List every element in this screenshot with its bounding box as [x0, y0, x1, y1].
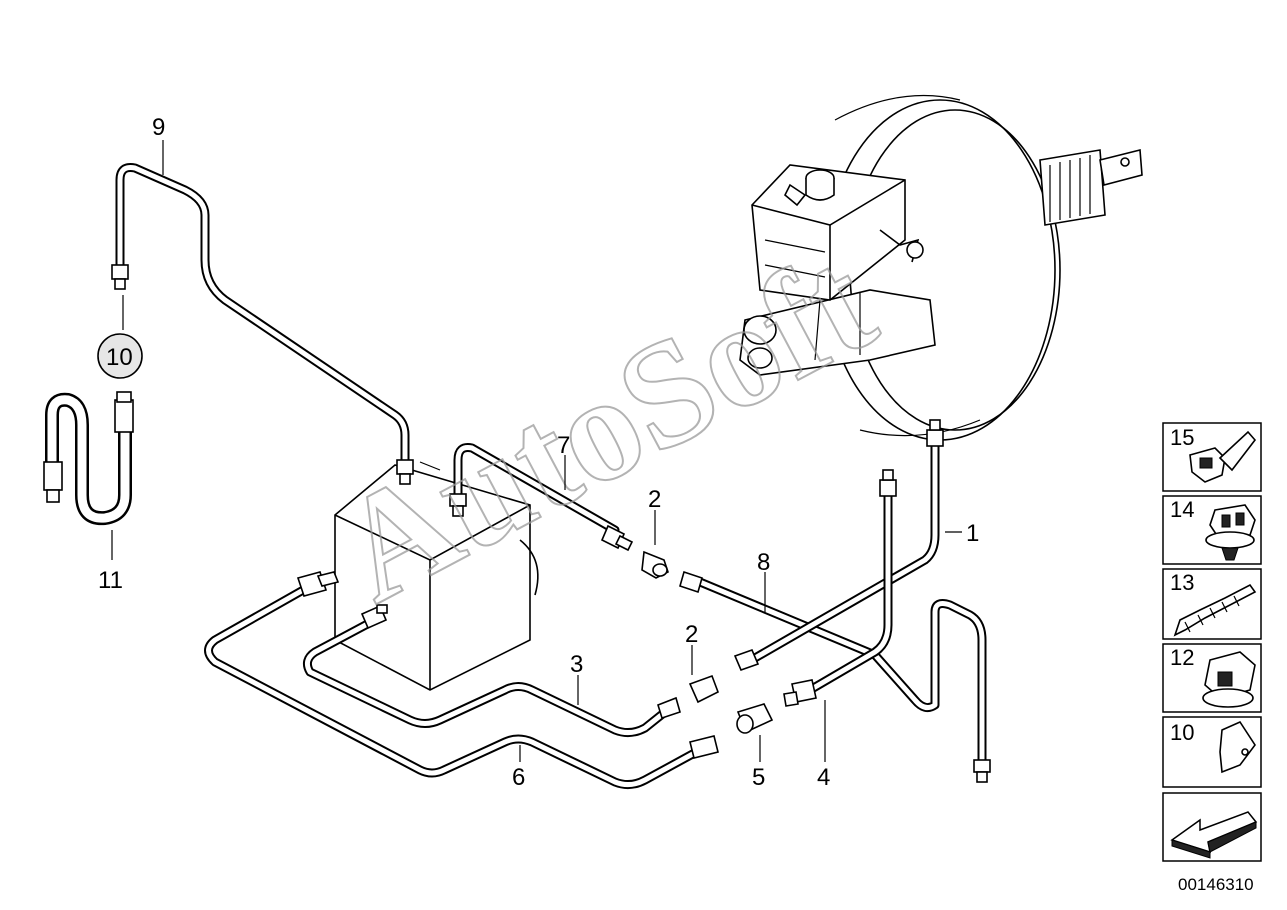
side-parts-panel: 15 14 13 12 1: [1162, 422, 1262, 862]
direction-arrow-icon: [1170, 811, 1258, 859]
side-number-10: 10: [1170, 720, 1194, 745]
brake-hose-11: [45, 392, 132, 526]
callout-2-lower: 2: [685, 621, 698, 648]
pipe-fittings: [43, 264, 991, 783]
callout-4: 4: [817, 764, 830, 791]
hydraulic-unit: [334, 461, 539, 691]
brake-pipes: [45, 163, 987, 790]
image-id: 00146310: [1178, 875, 1254, 894]
callout-8: 8: [757, 549, 770, 576]
clip-15-icon: [1189, 430, 1257, 483]
callout-11: 11: [98, 567, 123, 594]
leader-lines: [111, 140, 962, 762]
clip-14-icon: [1205, 504, 1256, 561]
clip-12-icon: [1202, 651, 1256, 708]
callout-10-circle: [97, 333, 143, 379]
callout-3: 3: [570, 651, 583, 678]
callout-5: 5: [752, 764, 765, 791]
side-number-13: 13: [1170, 570, 1194, 595]
callout-1: 1: [966, 520, 979, 547]
callouts: 9 10 11 7 2 8 1 2 3 6 5 4: [97, 114, 979, 791]
side-number-12: 12: [1170, 645, 1194, 670]
brake-pipe-9: [115, 163, 410, 465]
clip-13-icon: [1173, 583, 1257, 637]
brake-booster-assembly: [739, 94, 1143, 441]
callout-6: 6: [512, 764, 525, 791]
fitting-2-lower: [688, 674, 720, 704]
callout-10: 10: [106, 344, 133, 371]
brake-pipe-1: [743, 440, 940, 667]
side-number-15: 15: [1170, 425, 1194, 450]
callout-2-upper: 2: [648, 486, 661, 513]
callout-9: 9: [152, 114, 165, 141]
bracket-10-icon: [1219, 720, 1256, 774]
callout-7: 7: [557, 432, 570, 459]
side-number-14: 14: [1170, 497, 1194, 522]
